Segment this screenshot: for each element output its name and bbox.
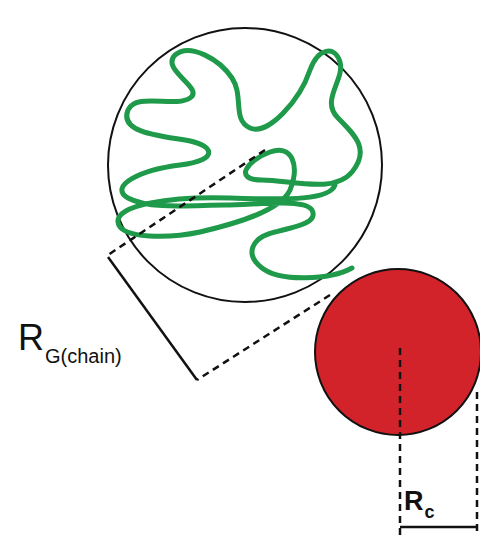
polymer-chain (118, 51, 360, 278)
colloid-particle (315, 269, 480, 435)
dashed-extension-line (108, 150, 265, 255)
dashed-extension-line (399, 348, 402, 536)
radius-symbol: R (404, 488, 424, 515)
dashed-extension-line (476, 392, 479, 536)
dashed-extension-line (197, 295, 330, 380)
radius-subscript: c (425, 503, 435, 521)
dimension-line (400, 526, 477, 529)
radius-subscript: G(chain) (45, 346, 122, 366)
radius-symbol: R (18, 320, 44, 356)
chain-boundary-circle (108, 28, 382, 302)
